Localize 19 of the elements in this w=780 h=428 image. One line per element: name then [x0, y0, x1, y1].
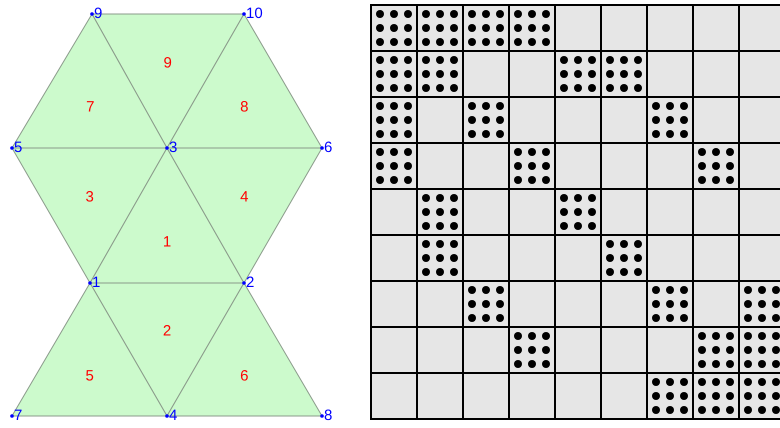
node-number: 6 [324, 140, 332, 155]
element-number: 9 [163, 55, 172, 70]
element-number: 4 [240, 190, 248, 204]
element-number: 5 [85, 368, 94, 384]
node-number: 7 [14, 408, 22, 423]
element-number: 8 [240, 100, 248, 115]
node-number: 5 [14, 140, 22, 155]
element-number: 2 [162, 324, 172, 339]
node-number: 8 [324, 408, 332, 423]
node-number: 2 [246, 275, 254, 290]
node-number: 3 [169, 140, 178, 155]
element-number: 3 [85, 190, 94, 204]
node-number: 9 [94, 6, 102, 21]
node-number: 10 [246, 6, 263, 21]
element-number: 7 [86, 100, 94, 115]
node-number: 1 [92, 275, 100, 290]
element-number: 6 [240, 368, 248, 384]
node-number: 4 [169, 408, 178, 423]
element-number: 1 [162, 234, 172, 250]
